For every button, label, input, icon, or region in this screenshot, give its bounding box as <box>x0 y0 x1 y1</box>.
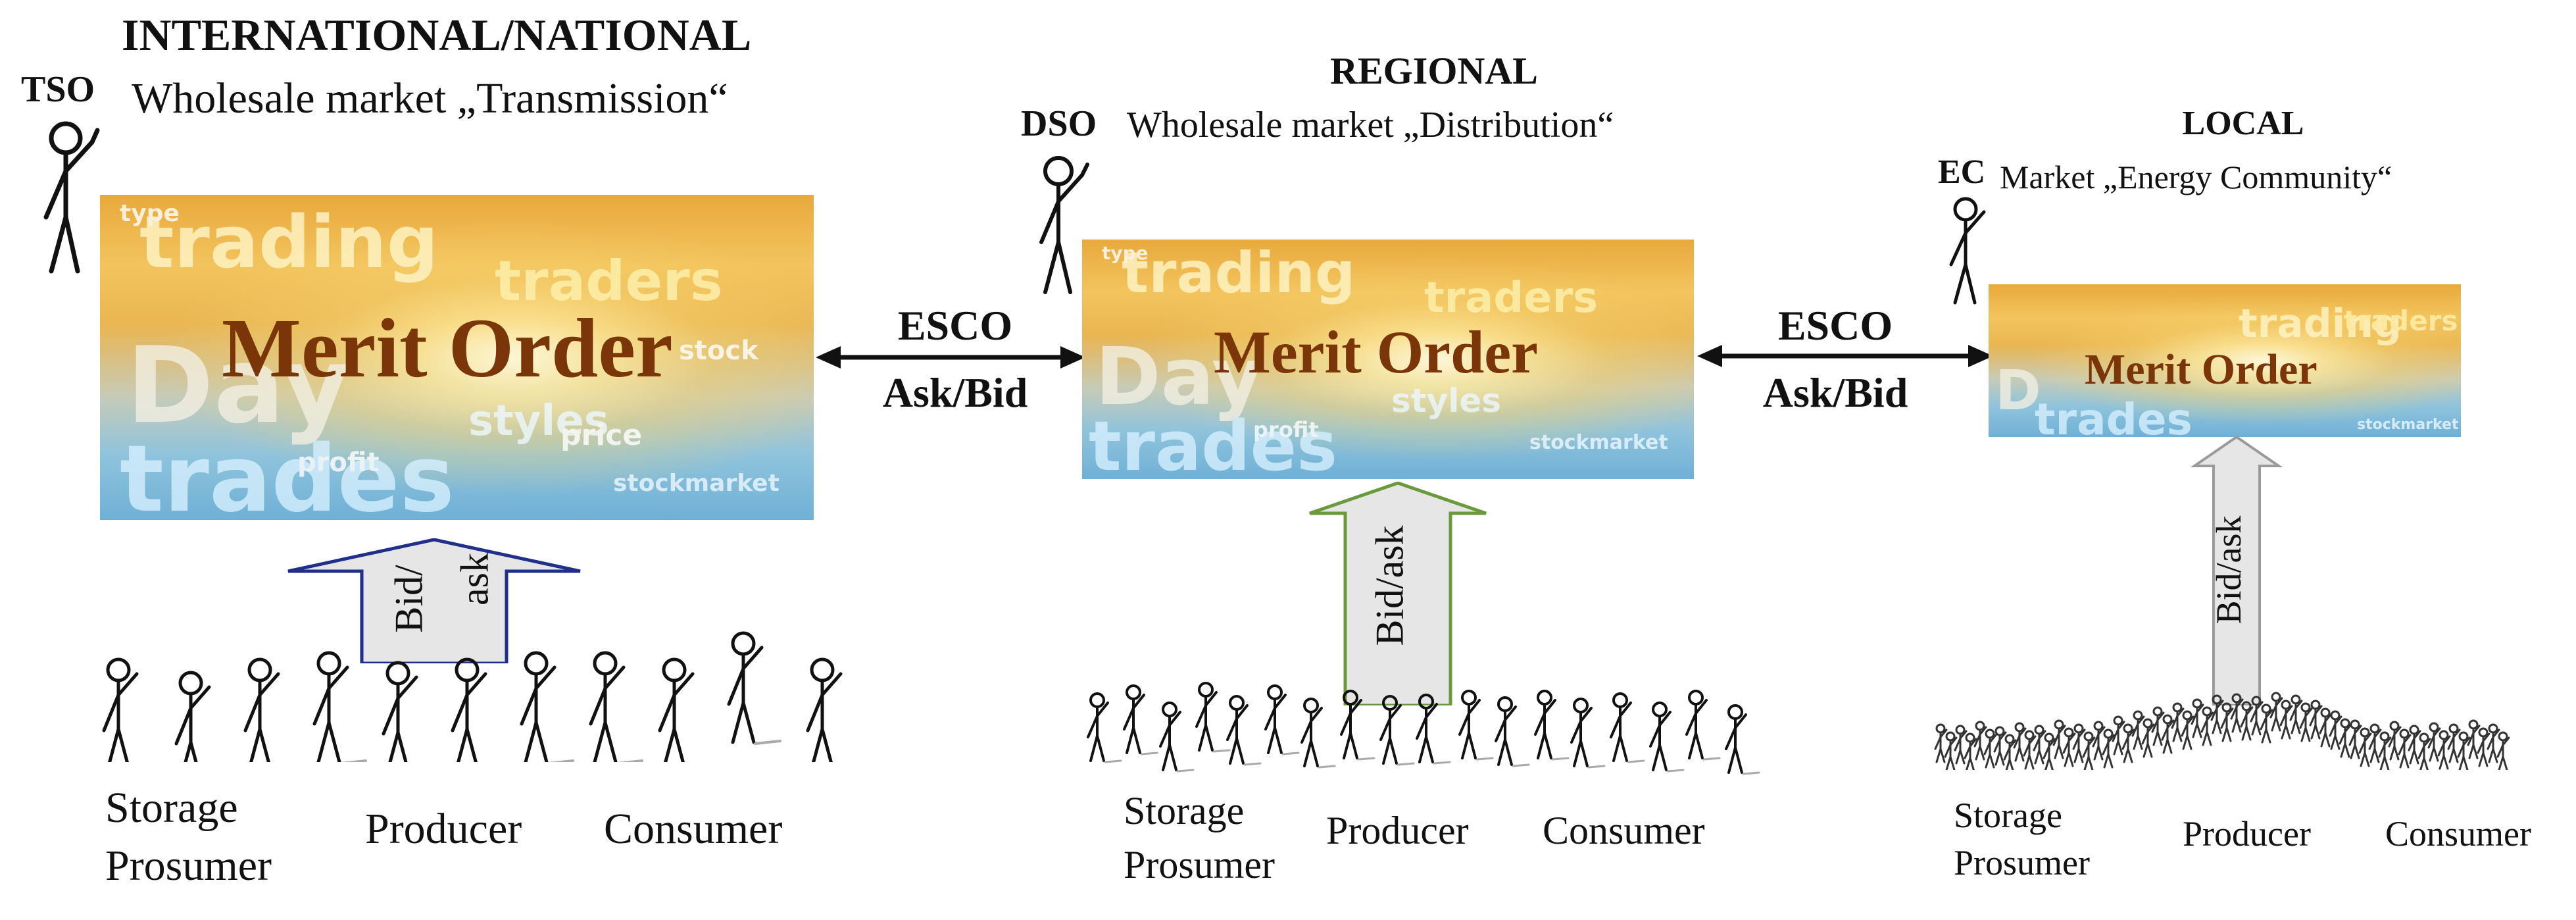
dso-label: DSO <box>1021 103 1097 144</box>
svg-text:trades: trades <box>2035 394 2192 437</box>
svg-text:trades: trades <box>120 426 455 520</box>
right-market-panel: trading D trades traders stockmarket Mer… <box>1989 284 2461 437</box>
middle-market-name: Wholesale market „Distribution“ <box>1127 105 1614 145</box>
svg-text:stockmarket: stockmarket <box>613 470 780 497</box>
svg-text:Day: Day <box>1095 332 1263 423</box>
esco-right-double-arrow <box>1697 345 1993 367</box>
svg-text:trading: trading <box>1122 240 1355 306</box>
svg-text:stockmarket: stockmarket <box>2357 417 2459 433</box>
esco-left-double-arrow <box>816 346 1085 369</box>
middle-market-panel: trading Day trades traders styles stockm… <box>1082 240 1694 479</box>
left-participant-producer: Producer <box>365 805 522 853</box>
left-bid-arrow <box>287 538 581 663</box>
right-participant-consumer: Consumer <box>2385 814 2531 854</box>
middle-participants-crowd <box>1087 682 1760 775</box>
esco-left-label: ESCO <box>897 302 1013 349</box>
svg-text:traders: traders <box>2344 305 2458 337</box>
tso-label: TSO <box>21 69 95 110</box>
svg-text:traders: traders <box>495 249 723 313</box>
svg-text:type: type <box>120 200 180 227</box>
left-participant-storage: Storage <box>105 784 238 832</box>
svg-text:trading: trading <box>139 200 439 284</box>
middle-participant-consumer: Consumer <box>1543 809 1705 852</box>
middle-participant-producer: Producer <box>1326 809 1469 852</box>
right-heading: LOCAL <box>2182 105 2304 142</box>
svg-text:Day: Day <box>126 324 350 447</box>
left-participants-crowd <box>92 630 881 762</box>
svg-text:traders: traders <box>1424 274 1598 322</box>
svg-text:trading: trading <box>2239 301 2402 347</box>
svg-text:stockmarket: stockmarket <box>1529 431 1668 454</box>
middle-arrow-label: Bid/ask <box>1368 525 1412 646</box>
left-participant-prosumer: Prosumer <box>105 842 272 890</box>
esco-right-label: ESCO <box>1777 302 1893 349</box>
left-arrow-label-1: Bid/ <box>387 565 431 633</box>
esco-right-askbid: Ask/Bid <box>1762 369 1908 416</box>
esco-left-askbid: Ask/Bid <box>882 369 1028 416</box>
svg-text:styles: styles <box>1391 382 1501 420</box>
svg-text:price: price <box>560 419 642 452</box>
right-bid-arrow <box>2191 436 2283 705</box>
left-market-name: Wholesale market „Transmission“ <box>132 74 728 122</box>
middle-heading: REGIONAL <box>1330 49 1538 92</box>
left-heading: INTERNATIONAL/NATIONAL <box>122 10 752 60</box>
middle-participant-storage: Storage <box>1124 789 1245 832</box>
right-arrow-label: Bid/ask <box>2209 515 2248 625</box>
left-participant-consumer: Consumer <box>604 805 783 853</box>
svg-text:D: D <box>1995 358 2041 422</box>
middle-participant-prosumer: Prosumer <box>1124 843 1275 886</box>
right-participants-crowd <box>1934 692 2526 770</box>
ec-label: EC <box>1938 153 1986 191</box>
ec-stick-figure-icon <box>1949 197 1986 305</box>
middle-panel-title: Merit Order <box>1214 319 1538 386</box>
svg-text:styles: styles <box>468 397 609 446</box>
right-panel-title: Merit Order <box>2085 345 2317 394</box>
right-participant-producer: Producer <box>2183 814 2311 854</box>
middle-bid-arrow <box>1309 482 1487 705</box>
left-market-panel: trading Day trades traders styles price … <box>100 195 814 520</box>
tso-stick-figure-icon <box>43 121 100 274</box>
svg-text:trades: trades <box>1089 406 1337 479</box>
dso-stick-figure-icon <box>1039 156 1089 294</box>
right-market-name: Market „Energy Community“ <box>2000 159 2392 195</box>
left-arrow-label-2: ask <box>453 553 497 605</box>
svg-text:stock: stock <box>679 336 759 366</box>
left-panel-title: Merit Order <box>222 301 673 395</box>
svg-text:profit: profit <box>297 447 380 478</box>
right-participant-storage: Storage <box>1954 796 2062 835</box>
svg-text:profit: profit <box>1253 417 1319 442</box>
right-participant-prosumer: Prosumer <box>1954 843 2090 882</box>
svg-text:type: type <box>1102 242 1149 264</box>
